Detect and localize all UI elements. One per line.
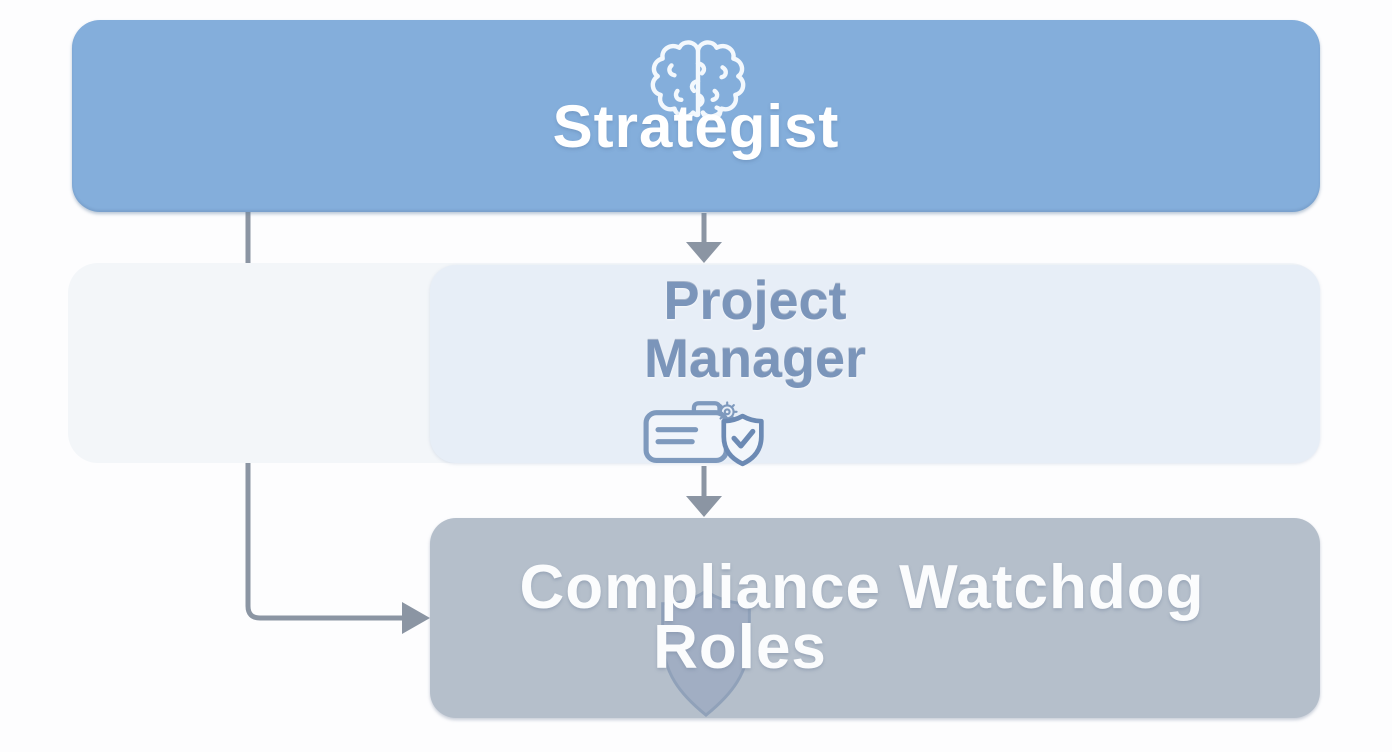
task-card-shield-icon [643, 401, 764, 467]
shield-icon [661, 589, 751, 717]
node-project-manager [430, 265, 1320, 463]
project-manager-label-line1: Project [663, 271, 847, 331]
connector-left-spine [245, 212, 402, 621]
node-compliance-watchdog [430, 518, 1320, 718]
arrowhead-down-1 [686, 242, 722, 263]
compliance-label-line1: Compliance Watchdog [519, 553, 1205, 622]
node-strategist: Strategist [72, 20, 1320, 212]
checkmark-detail [731, 428, 756, 449]
project-manager-label: Project Manager [310, 272, 1200, 388]
project-manager-label-line2: Manager [643, 329, 867, 389]
brain-icon [650, 40, 746, 121]
arrowhead-right-elbow [402, 602, 430, 634]
arrowhead-down-2 [686, 496, 722, 517]
compliance-label-line2: Roles [653, 613, 827, 682]
strategist-label: Strategist [552, 93, 840, 160]
